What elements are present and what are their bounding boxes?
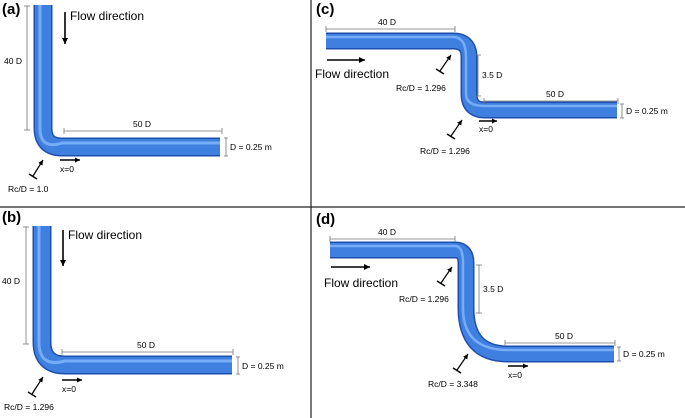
panel-c-bend2-pointer	[446, 119, 463, 140]
panel-b-label: (b)	[2, 209, 21, 226]
panel-c-flow-label: Flow direction	[315, 67, 389, 81]
panel-c: (c) 40 D Flow direction Rc/D = 1.296 3.5…	[315, 1, 668, 156]
panel-c-bend2-ratio: Rc/D = 1.296	[420, 146, 470, 156]
panel-a-vertical-length: 40 D	[4, 56, 22, 66]
panel-d-bend2-pointer	[452, 353, 469, 374]
panel-b-flow-label: Flow direction	[68, 228, 142, 242]
panel-d-inlet-length: 40 D	[378, 227, 396, 237]
panel-c-label: (c)	[316, 1, 334, 18]
panel-c-outlet-length: 50 D	[546, 89, 564, 99]
panel-d-inlet-dimension	[329, 236, 456, 242]
panel-a-bend-pointer	[28, 159, 44, 180]
panel-d-label: (d)	[316, 211, 335, 228]
panel-b-bend-ratio: Rc/D = 1.296	[4, 402, 54, 412]
panel-b-horizontal-dimension	[61, 349, 234, 355]
panel-d-origin: x=0	[508, 370, 522, 380]
panel-c-offset-dimension	[475, 54, 481, 97]
panel-d: (d) 40 D Flow direction Rc/D = 1.296 3.5…	[316, 211, 665, 389]
panel-b-horizontal-length: 50 D	[137, 340, 155, 350]
panel-b: (b) Flow direction 40 D 50 D D = 0.25 m …	[2, 209, 284, 412]
panel-a-pipe	[33, 5, 220, 157]
panel-d-flow-label: Flow direction	[324, 276, 398, 290]
panel-c-outlet-dimension	[483, 98, 619, 104]
panel-a: (a) Flow direction 40 D 50 D D = 0.25 m	[2, 1, 272, 194]
panel-a-vertical-dimension	[24, 5, 30, 131]
panel-a-label: (a)	[2, 1, 20, 18]
panel-b-origin: x=0	[62, 384, 76, 394]
panel-b-vertical-dimension	[23, 226, 29, 345]
panel-a-origin: x=0	[60, 164, 74, 174]
panel-d-bend2-ratio: Rc/D = 3.348	[428, 379, 478, 389]
panel-a-horizontal-length: 50 D	[133, 119, 151, 129]
panel-a-diameter: D = 0.25 m	[230, 142, 272, 152]
panel-b-diameter: D = 0.25 m	[242, 361, 284, 371]
panel-a-flow-label: Flow direction	[70, 9, 144, 23]
panel-c-offset-length: 3.5 D	[482, 70, 502, 80]
panel-c-diameter: D = 0.25 m	[626, 106, 668, 116]
panel-a-diameter-dimension	[224, 137, 228, 157]
panel-d-bend1-pointer	[436, 266, 453, 287]
panel-c-bend1-pointer	[435, 54, 452, 75]
panel-d-diameter-dimension	[617, 346, 621, 362]
panel-d-offset-length: 3.5 D	[483, 284, 503, 294]
panel-a-horizontal-dimension	[63, 128, 223, 134]
panel-b-diameter-dimension	[236, 356, 240, 375]
panel-d-pipe	[330, 241, 614, 363]
panel-b-vertical-length: 40 D	[2, 276, 20, 286]
panel-d-outlet-dimension	[504, 340, 616, 346]
panel-b-pipe	[32, 226, 232, 375]
panel-c-origin: x=0	[479, 124, 493, 134]
panel-c-inlet-dimension	[325, 26, 456, 32]
panel-c-diameter-dimension	[620, 103, 624, 119]
panel-a-bend-ratio: Rc/D = 1.0	[8, 184, 49, 194]
panel-c-bend1-ratio: Rc/D = 1.296	[396, 83, 446, 93]
panel-d-diameter: D = 0.25 m	[623, 349, 665, 359]
panel-d-outlet-length: 50 D	[555, 331, 573, 341]
panel-d-offset-dimension	[476, 264, 482, 314]
panel-c-pipe	[326, 32, 617, 119]
panel-b-bend-pointer	[27, 376, 44, 398]
panel-c-inlet-length: 40 D	[378, 17, 396, 27]
panel-d-bend1-ratio: Rc/D = 1.296	[399, 294, 449, 304]
